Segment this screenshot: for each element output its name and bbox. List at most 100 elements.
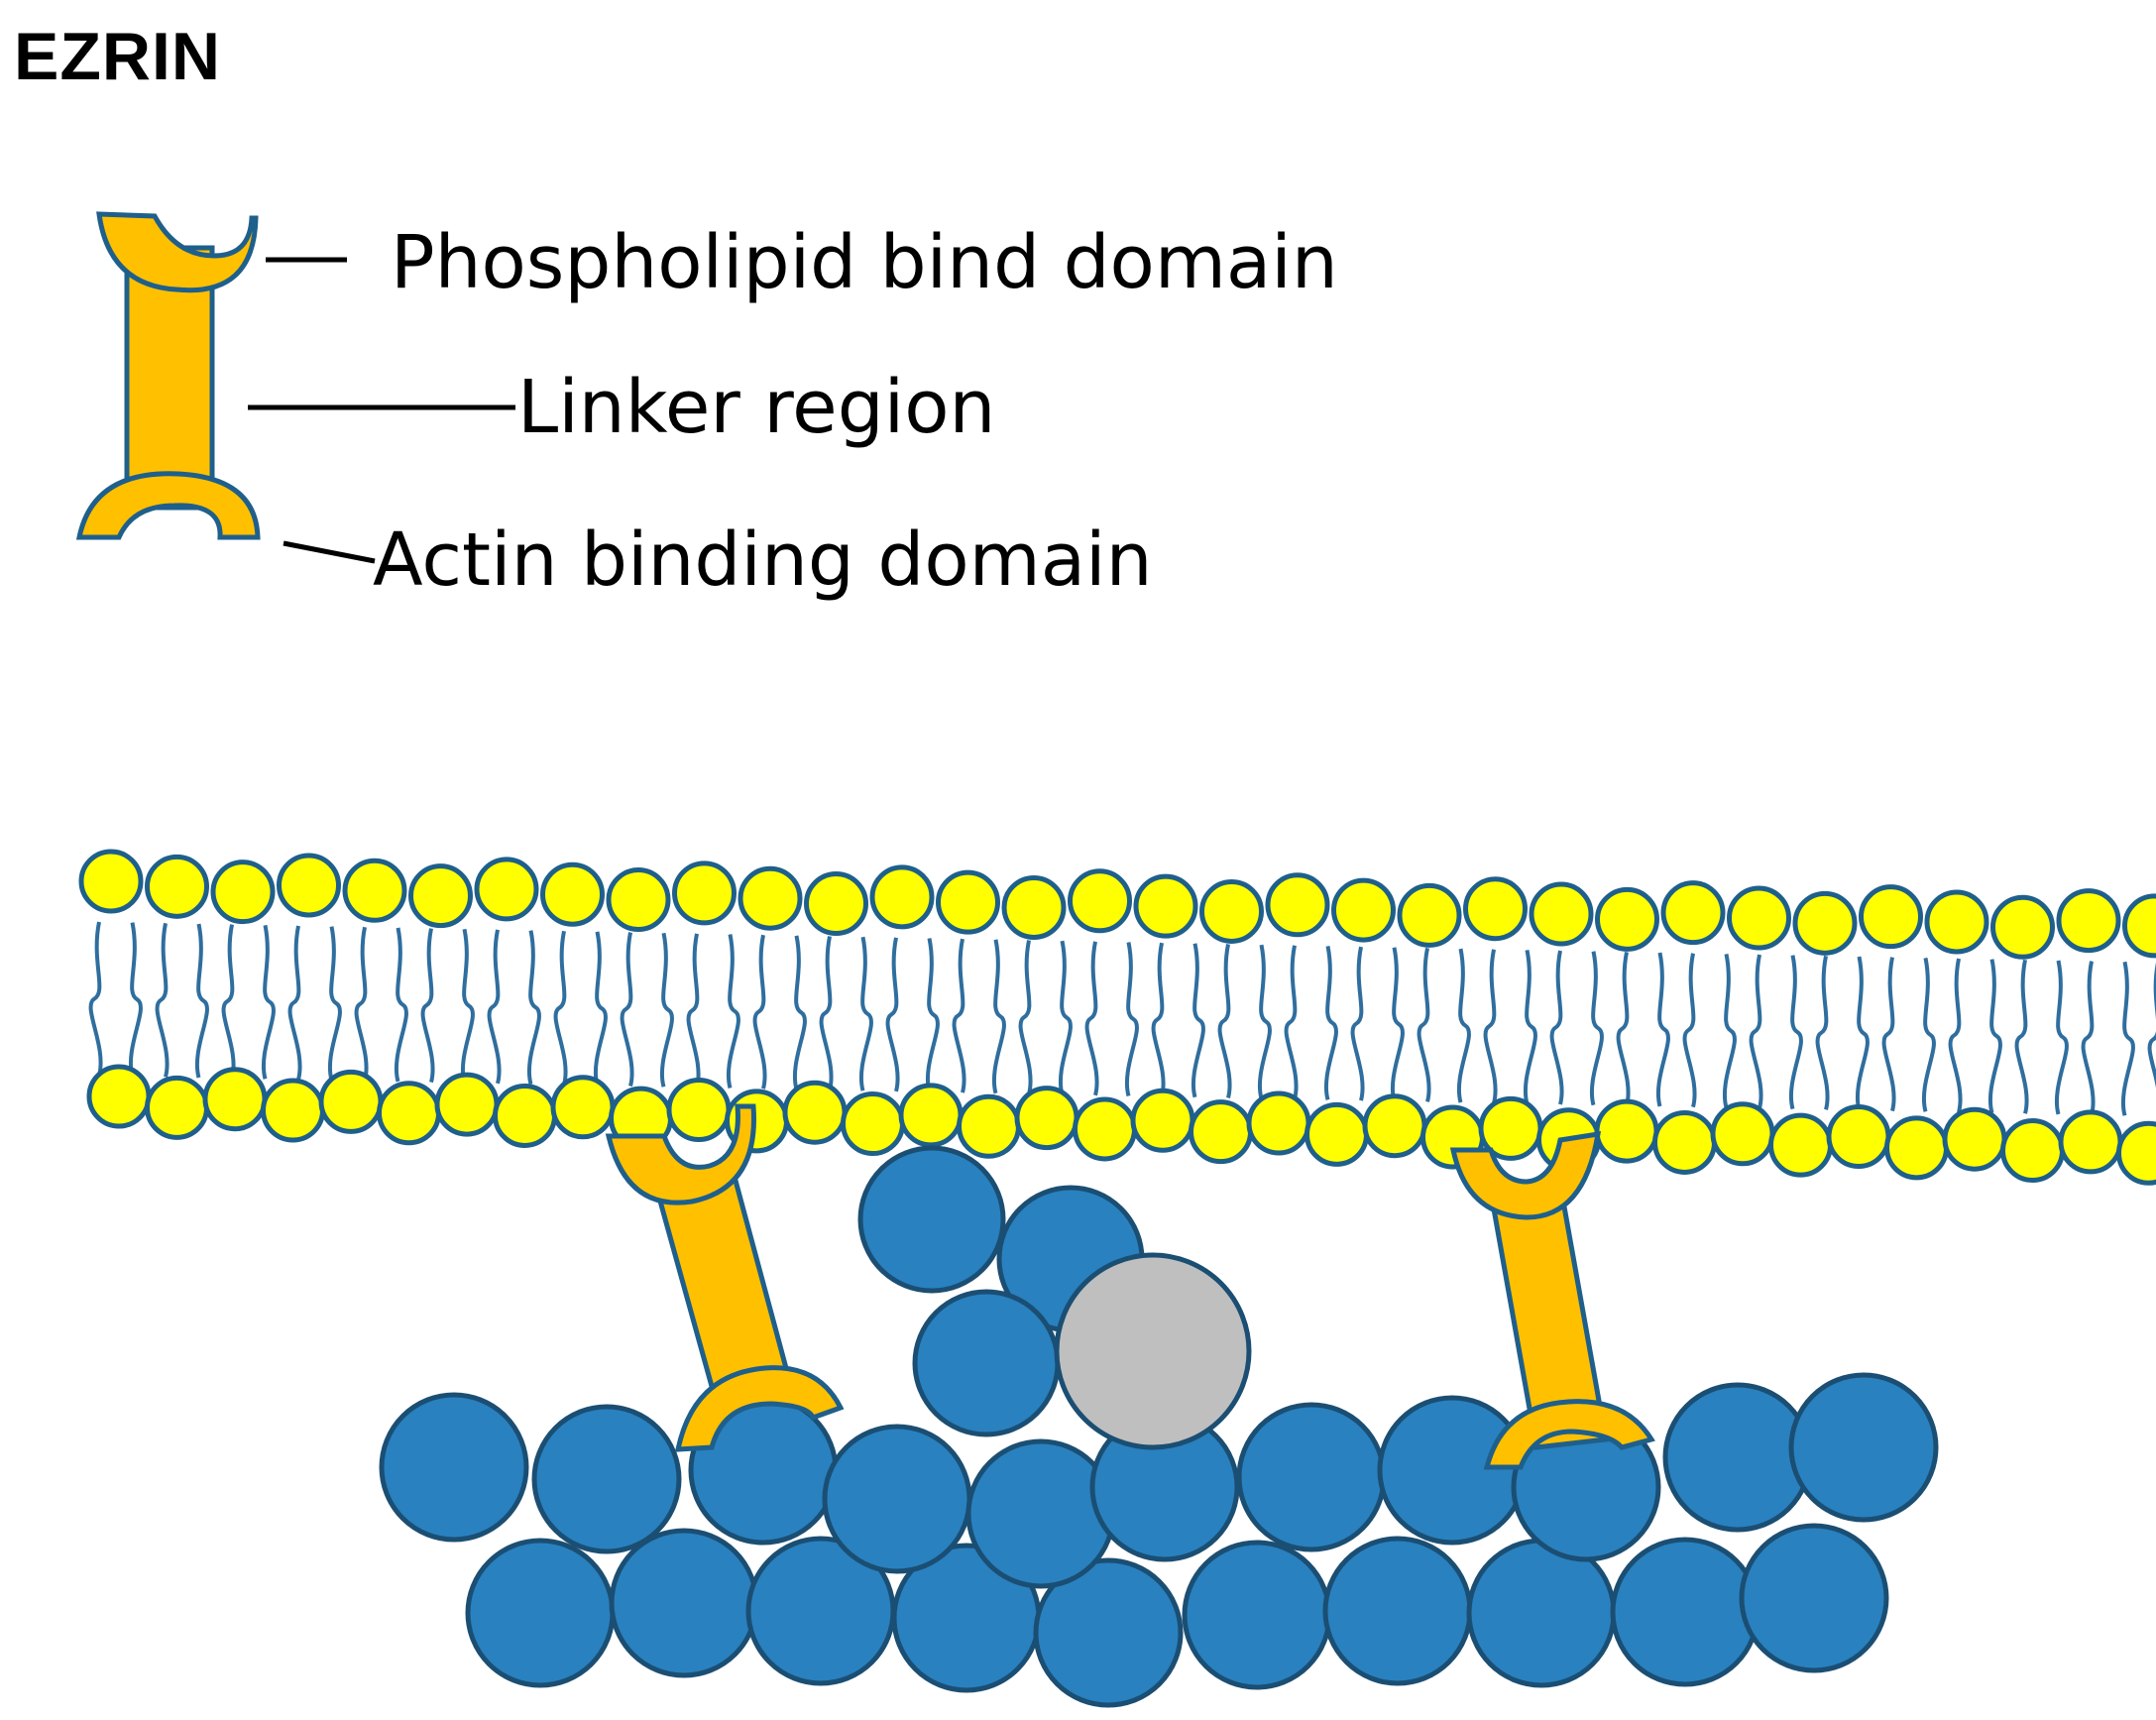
lipid-head bbox=[1199, 878, 1264, 944]
lipid-tail bbox=[1948, 958, 1963, 1113]
actin-filament-icon bbox=[379, 1145, 1939, 1708]
lipid-head bbox=[474, 857, 539, 922]
lipid-head bbox=[1331, 877, 1396, 943]
lipid-tail bbox=[1059, 940, 1073, 1095]
lipid-tail bbox=[1590, 951, 1604, 1106]
lipid-tail bbox=[1881, 957, 1896, 1112]
figure-title: EZRIN bbox=[14, 19, 221, 94]
legend-phospholipid-domain bbox=[96, 211, 259, 293]
lipid-head bbox=[1001, 874, 1067, 940]
lipid-head bbox=[869, 864, 935, 930]
lipid-head bbox=[957, 1093, 1021, 1159]
actin-top-row bbox=[379, 1372, 1939, 1589]
lipid-tail bbox=[752, 934, 767, 1089]
lipid-head bbox=[342, 858, 407, 923]
lipid-tail bbox=[1457, 948, 1471, 1103]
lipid-head bbox=[1463, 876, 1528, 942]
lipid-tail bbox=[819, 936, 834, 1091]
lipid-head bbox=[145, 854, 209, 919]
lipid-tail bbox=[129, 922, 143, 1078]
lipid-tail bbox=[155, 922, 170, 1078]
lipid-tail bbox=[1284, 945, 1299, 1100]
lipid-head bbox=[261, 1078, 325, 1143]
lipid-head bbox=[540, 861, 605, 927]
lipid-tail bbox=[88, 921, 103, 1077]
lipid-head bbox=[377, 1081, 441, 1146]
lipid-heads-outer bbox=[78, 849, 2156, 960]
lipid-tail bbox=[461, 928, 475, 1084]
ezrin-right-phospholipid-domain bbox=[1449, 1130, 1602, 1220]
lipid-head bbox=[1595, 886, 1659, 952]
lipid-tail bbox=[1125, 942, 1139, 1096]
lipid-tail bbox=[1656, 952, 1670, 1107]
grey-protein-icon bbox=[1054, 1252, 1252, 1450]
linker-region-label: Linker region bbox=[517, 365, 995, 450]
lipid-tail bbox=[1191, 943, 1205, 1098]
lipid-head bbox=[1073, 1096, 1137, 1162]
lipid-tail bbox=[553, 930, 568, 1086]
lipid-head bbox=[898, 1083, 964, 1148]
lipid-tail bbox=[1749, 954, 1763, 1109]
lipid-tail bbox=[195, 923, 209, 1079]
actin-monomer bbox=[1610, 1537, 1760, 1687]
lipid-head bbox=[2056, 888, 2121, 954]
lipid-tail bbox=[926, 938, 940, 1093]
lipid-tail bbox=[1483, 949, 1498, 1104]
lipid-tail bbox=[1922, 957, 1936, 1112]
lipid-tail bbox=[1815, 955, 1830, 1110]
actin-monomer bbox=[822, 1424, 972, 1574]
lipid-head bbox=[1884, 1115, 1949, 1181]
ezrin-left-actin-domain bbox=[674, 1365, 845, 1452]
lipid-head bbox=[1594, 1098, 1659, 1164]
lipid-head bbox=[78, 849, 144, 914]
lipid-tail bbox=[1682, 953, 1697, 1108]
actin-monomer bbox=[1033, 1557, 1184, 1708]
ezrin-right-actin-domain bbox=[1483, 1399, 1655, 1470]
actin-monomer bbox=[857, 1145, 1006, 1294]
lipid-tail bbox=[2081, 961, 2096, 1116]
lipid-tail bbox=[1324, 946, 1338, 1100]
lipid-tail bbox=[1217, 944, 1232, 1098]
lipid-head bbox=[210, 860, 276, 925]
phospholipid-domain-label: Phospholipid bind domain bbox=[391, 220, 1338, 305]
ezrin-protein-icon bbox=[75, 211, 515, 564]
lipid-tails bbox=[88, 921, 2156, 1116]
lipid-tail bbox=[952, 938, 966, 1093]
lipid-head bbox=[2122, 893, 2156, 959]
lipid-bilayer-icon bbox=[78, 849, 2156, 1186]
lipid-tail bbox=[420, 928, 435, 1084]
lipid-tail bbox=[793, 935, 807, 1090]
lipid-head bbox=[1924, 889, 1989, 955]
actin-domain-label: Actin binding domain bbox=[373, 517, 1153, 603]
lipid-head bbox=[1826, 1104, 1891, 1169]
lipid-head bbox=[1246, 1090, 1311, 1156]
actin-monomer bbox=[912, 1289, 1061, 1437]
lipid-tail bbox=[992, 939, 1006, 1094]
lipid-tail bbox=[1417, 948, 1431, 1102]
lipid-tail bbox=[1616, 951, 1631, 1106]
actin-monomer bbox=[465, 1538, 616, 1688]
actin-leader-line bbox=[283, 540, 376, 564]
lipid-tail bbox=[727, 934, 740, 1089]
lipid-tail bbox=[287, 925, 302, 1081]
actin-monomer bbox=[1788, 1372, 1939, 1523]
actin-monomer bbox=[1322, 1536, 1473, 1686]
lipid-head bbox=[1990, 894, 2055, 960]
lipid-head bbox=[804, 871, 868, 937]
ezrin-molecule-right bbox=[1449, 1130, 1655, 1470]
lipid-head bbox=[606, 867, 671, 933]
lipid-tail bbox=[2121, 961, 2135, 1116]
lipid-head bbox=[1942, 1106, 2007, 1172]
lipid-head bbox=[2058, 1109, 2123, 1175]
lipid-head bbox=[318, 1069, 384, 1134]
lipid-heads-inner bbox=[86, 1064, 2156, 1186]
legend-actin-domain bbox=[75, 471, 261, 540]
lipid-tail bbox=[2014, 959, 2029, 1114]
lipid-head bbox=[666, 1078, 732, 1142]
lipid-head bbox=[145, 1075, 209, 1140]
lipid-tail bbox=[2055, 960, 2069, 1115]
lipid-tail bbox=[1018, 940, 1033, 1094]
lipid-head bbox=[782, 1080, 848, 1145]
lipid-head bbox=[1792, 890, 1858, 956]
